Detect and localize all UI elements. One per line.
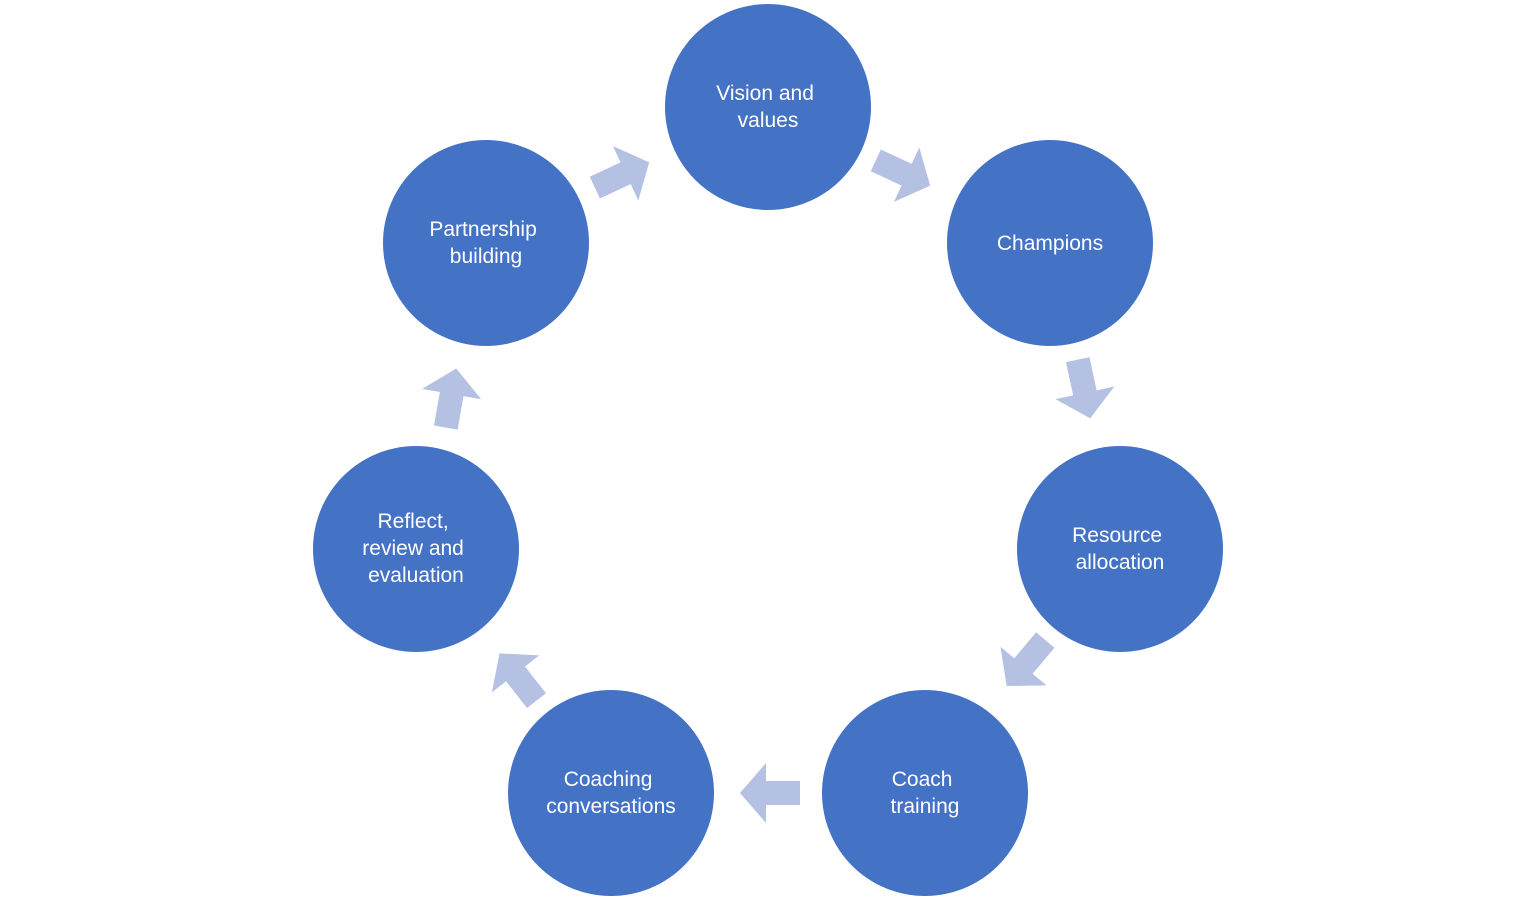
arrows-layer [422,146,1115,823]
node-label-line: Coach [892,768,953,791]
node-vision-and-values: Vision and values [665,4,871,210]
arrow-reflect-to-partnership [422,368,482,430]
arrow-resource-to-coach-training [1000,632,1055,686]
node-reflect-review-evaluation: Reflect, review and evaluation [313,446,519,652]
node-partnership-building: Partnership building [383,140,589,346]
svg-text:Partnership building: Partnership building [429,218,542,268]
node-coach-training: Coach training [822,690,1028,896]
node-label-line: values [738,109,799,132]
node-label-line: allocation [1076,551,1165,574]
node-label-line: Resource [1072,524,1162,547]
node-label-line: review and [362,537,464,560]
node-champions: Champions [947,140,1153,346]
node-label-line: Reflect, [377,510,448,533]
node-resource-allocation: Resource allocation [1017,446,1223,652]
svg-text:Vision and values: Vision and values [716,82,820,132]
arrow-coaching-conversations-to-reflect [491,653,546,709]
node-label-line: Partnership [429,218,536,241]
node-label-line: training [891,795,960,818]
node-label-line: conversations [546,795,676,818]
node-coaching-conversations: Coaching conversations [508,690,714,896]
arrow-champions-to-resource [1055,357,1115,419]
svg-text:Champions: Champions [997,232,1103,255]
node-label-line: evaluation [368,564,464,587]
arrow-coach-training-to-coaching-conversations [740,763,800,823]
svg-text:Coach training: Coach training [891,768,960,818]
node-label-line: Champions [997,232,1103,255]
arrow-partnership-to-vision [589,146,650,201]
svg-text:Coaching conversations: Coaching conversations [546,768,676,818]
svg-text:Reflect, review and: Reflect, review and evaluation [362,510,469,587]
node-label-line: building [450,245,522,268]
node-label-line: Coaching [564,768,653,791]
nodes-layer: Vision and values Champions Resource all… [313,4,1223,896]
node-label-line: Vision and [716,82,814,105]
arrow-vision-to-champions [870,147,931,202]
svg-text:Resource allocation: Resource allocation [1072,524,1168,574]
